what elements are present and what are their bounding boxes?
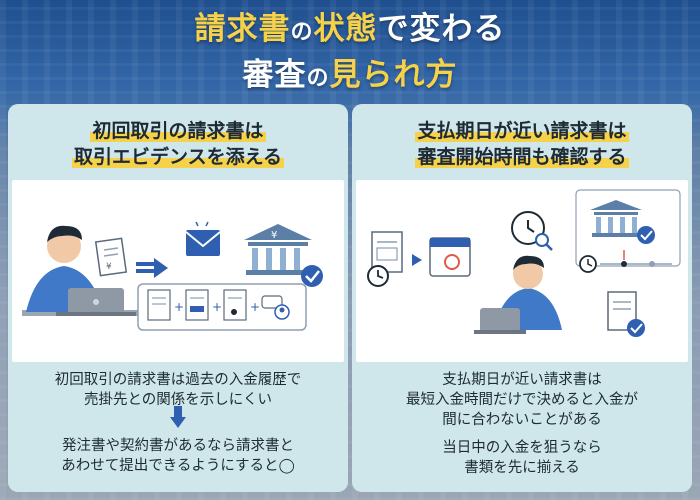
right-text-2-line-1: 当日中の入金を狙うなら <box>442 440 602 456</box>
left-panel-heading: 初回取引の請求書は 取引エビデンスを添える <box>8 118 348 170</box>
invoice-icon: ¥ <box>94 237 128 277</box>
left-text-1: 初回取引の請求書は過去の入金履歴で 売掛先との関係を示しにくい <box>8 370 348 410</box>
right-text-2: 当日中の入金を狙うなら 書類を先に揃える <box>352 438 692 478</box>
check-icon <box>301 265 323 287</box>
left-heading-line-1: 初回取引の請求書は <box>90 120 266 142</box>
clock-icon <box>367 265 389 287</box>
svg-text:+: + <box>250 300 260 314</box>
title-word-state: 状態 <box>313 11 378 47</box>
right-text-1-line-1: 支払期日が近い請求書は <box>442 372 602 388</box>
document-check-icon <box>607 291 645 337</box>
title-line-2: 審査の見られ方 <box>0 54 700 100</box>
right-text-1: 支払期日が近い請求書は 最短入金時間だけで決めると入金が 間に合わないことがある <box>352 370 692 430</box>
left-illustration: ¥ ¥ <box>12 180 344 362</box>
timeline-icon <box>579 250 672 273</box>
invoice-icon <box>371 231 403 273</box>
right-text-1-line-3: 間に合わないことがある <box>442 412 602 428</box>
left-text-2: 発注書や契約書があるなら請求書と あわせて提出できるようにすると◯ <box>8 436 348 476</box>
left-panel: 初回取引の請求書は 取引エビデンスを添える ¥ <box>8 104 348 492</box>
right-illustration <box>356 180 688 362</box>
left-text-1-line-1: 初回取引の請求書は過去の入金履歴で <box>54 372 302 388</box>
svg-text:+: + <box>212 300 222 314</box>
bank-icon: ¥ <box>244 224 312 275</box>
right-panel-heading: 支払期日が近い請求書は 審査開始時間も確認する <box>352 118 692 170</box>
envelope-icon <box>185 221 221 256</box>
document-set-icon: + + + <box>137 283 307 331</box>
svg-text:¥: ¥ <box>106 262 112 272</box>
svg-text:+: + <box>174 300 184 314</box>
right-text-2-line-2: 書類を先に揃える <box>464 460 580 476</box>
title-particle-no-2: の <box>306 66 330 91</box>
svg-text:¥: ¥ <box>271 230 277 241</box>
arrow-right-icon <box>136 258 168 278</box>
title-word-review: 審査 <box>242 57 307 93</box>
title-word-invoice: 請求書 <box>194 11 291 47</box>
right-panel: 支払期日が近い請求書は 審査開始時間も確認する <box>352 104 692 492</box>
person-laptop-icon <box>22 225 140 316</box>
title-line-1: 請求書の状態で変わる <box>0 8 700 54</box>
page-title: 請求書の状態で変わる 審査の見られ方 <box>0 8 700 100</box>
arrow-down-icon <box>170 406 186 428</box>
right-heading-line-2: 審査開始時間も確認する <box>415 146 629 168</box>
calendar-icon <box>429 237 471 277</box>
left-text-2-line-1: 発注書や契約書があるなら請求書と <box>62 438 294 454</box>
left-text-2-line-2: あわせて提出できるようにすると◯ <box>61 458 295 474</box>
title-particle-no: の <box>290 20 314 45</box>
right-text-1-line-2: 最短入金時間だけで決めると入金が <box>406 392 638 408</box>
title-word-how-seen: 見られ方 <box>329 57 458 93</box>
thinking-person-icon <box>474 211 562 334</box>
left-text-1-line-2: 売掛先との関係を示しにくい <box>83 392 273 408</box>
arrow-right-icon <box>412 254 422 266</box>
left-heading-line-2: 取引エビデンスを添える <box>71 146 285 168</box>
bank-icon <box>575 189 681 267</box>
title-word-changes: で変わる <box>377 11 506 47</box>
right-heading-line-1: 支払期日が近い請求書は <box>415 120 629 142</box>
